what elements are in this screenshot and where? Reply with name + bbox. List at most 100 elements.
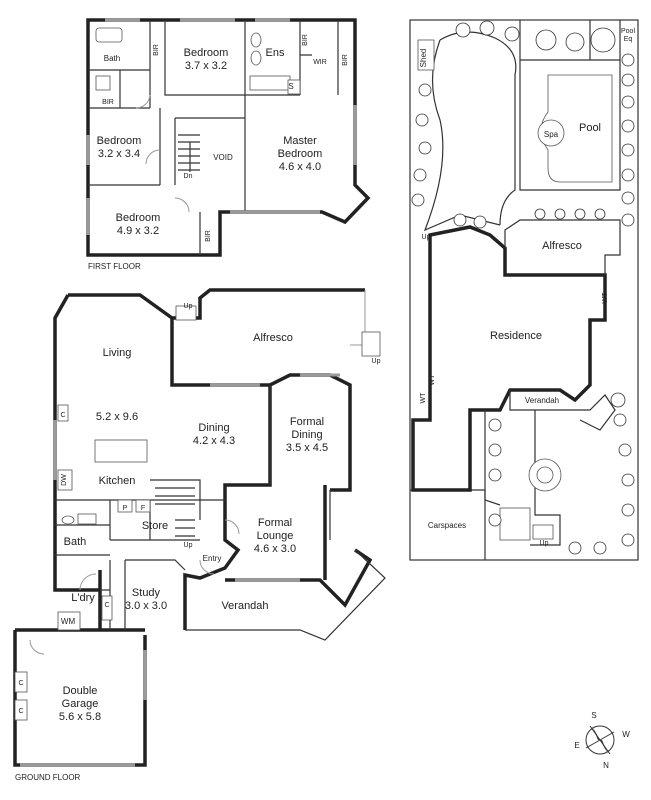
stairs-up-label: Up <box>422 234 431 241</box>
room-label-garage: Garage <box>62 698 99 710</box>
dishwasher-label: DW <box>61 474 68 486</box>
ground-floor-caption: GROUND FLOOR <box>15 773 81 782</box>
room-label-living: Living <box>103 347 132 359</box>
stairs-icon <box>155 487 195 537</box>
shrub-icon <box>610 392 626 408</box>
room-label-master: Master <box>283 135 317 147</box>
steps-icon <box>361 331 381 357</box>
shrub-icon <box>455 22 471 38</box>
site-plan: Shed Pool Eq Spa Pool Up Alfresco WT Res… <box>409 19 639 561</box>
shrub-icon <box>565 32 585 52</box>
room-dimensions: 3.2 x 3.4 <box>98 148 140 160</box>
shrub-icon <box>613 413 627 427</box>
shrub-icon <box>621 213 635 227</box>
cupboard-label: C <box>60 412 65 419</box>
safe-icon <box>287 79 301 95</box>
room-label-verandah: Verandah <box>221 600 268 612</box>
shrub-icon <box>415 113 429 127</box>
site-label-carspaces: Carspaces <box>428 521 466 530</box>
washing-machine-icon <box>57 611 81 631</box>
shrub-icon <box>621 168 635 182</box>
first-floor-caption: FIRST FLOOR <box>88 262 141 271</box>
basin-icon <box>250 50 262 66</box>
compass-east: E <box>574 741 579 750</box>
shrub-icon <box>453 213 467 227</box>
shed-label: Shed <box>419 49 428 68</box>
shrub-icon <box>504 26 520 42</box>
pool-label: Pool <box>579 122 601 134</box>
shrub-icon <box>535 29 557 51</box>
pantry-label: P <box>123 505 128 512</box>
pool-equipment-label: Pool <box>621 28 635 35</box>
stairs-icon <box>178 134 200 172</box>
first-floor-inner-walls <box>88 20 339 255</box>
fridge-icon <box>135 499 151 513</box>
kitchen-island <box>94 439 148 463</box>
room-label-bir: BIR <box>205 230 212 242</box>
cupboard-label: C <box>18 680 23 687</box>
room-label-bath: Bath <box>104 54 120 63</box>
ground-floor-windows <box>20 373 340 767</box>
room-label-bir: BIR <box>302 34 309 46</box>
shrub-icon <box>488 468 502 482</box>
shrub-icon <box>621 503 635 517</box>
room-dimensions: 4.9 x 3.2 <box>117 225 159 237</box>
bath-tub-icon <box>95 27 123 43</box>
shrub-icon <box>418 141 432 155</box>
room-label-alfresco: Alfresco <box>253 332 293 344</box>
garden-shrubs <box>411 20 635 555</box>
shrub-icon <box>621 533 635 547</box>
shrub-icon <box>590 27 616 53</box>
room-label-entry: Entry <box>203 554 222 563</box>
spa-outline <box>537 119 565 147</box>
compass-north: N <box>603 761 609 770</box>
room-dimensions: 3.7 x 3.2 <box>185 60 227 72</box>
compass-south: S <box>591 711 596 720</box>
shower-icon <box>95 75 111 91</box>
cupboard-icon <box>101 595 113 621</box>
lounge-bay-wall <box>225 485 373 608</box>
room-label-bedroom: Bedroom <box>97 135 142 147</box>
void-label: VOID <box>213 153 233 162</box>
shrub-icon <box>621 119 635 133</box>
first-floor-windows <box>86 18 357 235</box>
alfresco-outline <box>504 219 621 275</box>
steps-icon <box>532 524 554 540</box>
room-label-formal-lounge: Lounge <box>257 530 294 542</box>
room-label-master: Bedroom <box>278 148 323 160</box>
room-label-garage: Double <box>63 685 98 697</box>
room-dimensions: 4.6 x 3.0 <box>254 543 296 555</box>
shrub-icon <box>411 193 425 207</box>
site-label-alfresco: Alfresco <box>542 240 582 252</box>
shrub-icon <box>621 143 635 157</box>
shrub-icon <box>534 208 546 220</box>
room-label-bir: BIR <box>153 44 160 56</box>
shrub-icon <box>479 20 495 36</box>
room-label-formal-dining: Formal <box>290 416 324 428</box>
pool-outline <box>540 74 613 183</box>
shrub-icon <box>621 473 635 487</box>
water-tank-label: WT <box>602 292 609 304</box>
room-label-ensuite: Ens <box>266 47 285 59</box>
room-label-laundry: L'dry <box>71 592 95 604</box>
compass-rose: S W E N <box>574 711 630 770</box>
compass-needle-icon <box>585 725 615 755</box>
water-tank-label: WT <box>429 374 436 386</box>
shrub-icon <box>554 208 566 220</box>
room-label-study: Study <box>132 587 161 599</box>
shrub-icon <box>574 208 586 220</box>
stairs-down-label: Dn <box>184 173 193 180</box>
first-floor-plan: Bath BIR Bedroom 3.7 x 3.2 Ens WIR BIR B… <box>86 18 371 271</box>
room-label-kitchen: Kitchen <box>99 475 136 487</box>
stairs-up-label: Up <box>372 358 381 365</box>
cupboard-icon <box>57 404 69 422</box>
dishwasher-icon <box>57 469 73 491</box>
room-label-wir: WIR <box>313 59 327 66</box>
cupboard-icon <box>14 671 28 693</box>
water-tank-label: WT <box>420 392 427 404</box>
shrub-icon <box>593 541 607 555</box>
shed-icon <box>417 39 435 71</box>
garden-path <box>423 31 517 232</box>
site-boundary <box>409 19 639 561</box>
